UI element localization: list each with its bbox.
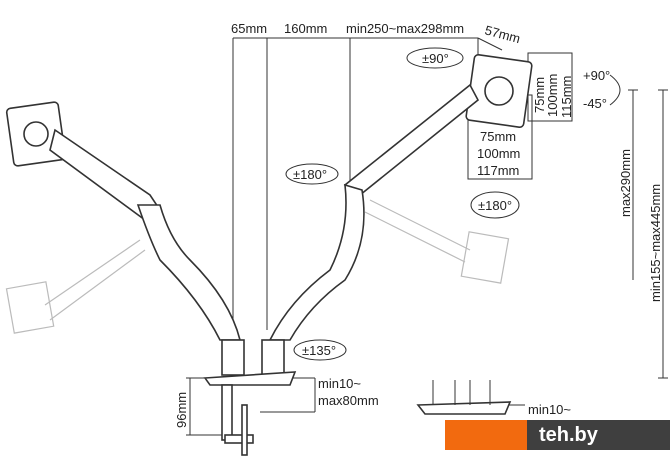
left-arm — [5, 101, 245, 376]
rot-base-swivel: ±135° — [302, 343, 336, 358]
right-arm — [261, 54, 533, 376]
dim-top-offset: 65mm — [231, 21, 267, 36]
dim-vesa-v3: 115mm — [559, 76, 574, 118]
watermark-accent — [445, 420, 527, 450]
rot-arm-swivel-right: ±180° — [478, 198, 512, 213]
dim-vesa-v1: 75mm — [532, 77, 547, 113]
dim-vesa-h3: 117mm — [477, 163, 519, 178]
dim-arm-length-2: min250~max298mm — [346, 21, 464, 36]
rotation-markers — [285, 47, 621, 361]
dim-height-range: min155~max445mm — [648, 184, 663, 302]
dim-grommet-thickness: min10~ — [528, 402, 571, 417]
dim-vesa-h1: 75mm — [480, 129, 516, 144]
watermark-text: teh.by — [527, 420, 670, 450]
dim-head-depth: 57mm — [483, 22, 522, 46]
desk-clamp — [203, 371, 297, 456]
grommet-base — [416, 380, 512, 415]
rot-head-swivel: ±90° — [422, 51, 449, 66]
rot-arm-swivel-left: ±180° — [293, 167, 327, 182]
dim-vesa-h2: 100mm — [477, 146, 520, 161]
watermark-banner: teh.by — [445, 420, 670, 450]
dim-arm-length-1: 160mm — [284, 21, 327, 36]
dim-vesa-v2: 100mm — [545, 74, 560, 117]
rot-tilt-up: +90° — [583, 68, 610, 83]
ghost-arm-positions — [5, 199, 510, 334]
dim-clamp-height: 96mm — [174, 392, 189, 428]
dim-desk-thickness-2: max80mm — [318, 393, 379, 408]
dim-desk-thickness-1: min10~ — [318, 376, 361, 391]
rot-tilt-down: -45° — [583, 96, 607, 111]
dim-height-max: max290mm — [618, 149, 633, 217]
